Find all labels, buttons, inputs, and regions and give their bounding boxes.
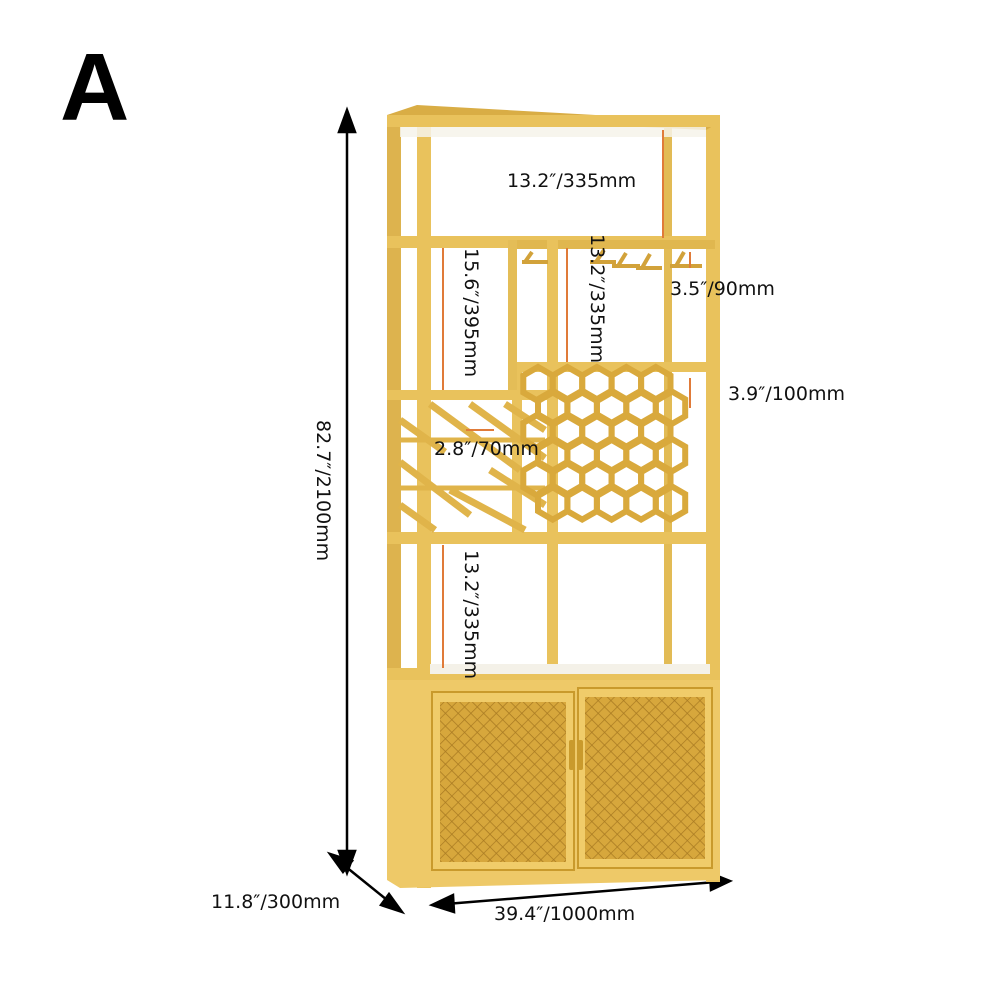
hexagon-bottle-rack [520,363,689,524]
diagonal-bottle-rack [397,401,548,534]
mid-upper-height-label: 13.2″/335mm [586,234,608,364]
base-cabinet [387,680,720,888]
depth-label: 11.8″/300mm [211,891,341,913]
measurement-markers [442,130,691,668]
glass-hanger-rack [522,248,702,270]
glass-rack-gap-label: 3.5″/90mm [670,278,775,300]
hex-cell [652,482,689,524]
width-label: 39.4″/1000mm [494,903,636,925]
total-height-label: 82.7″/2100mm [312,420,334,562]
diagonal-gap-label: 2.8″/70mm [434,438,539,460]
top-shelf-height-label: 13.2″/335mm [507,170,637,192]
left-upper-height-label: 15.6″/395mm [460,248,482,378]
width-arrow [428,871,734,914]
lower-shelf-height-label: 13.2″/335mm [460,550,482,680]
right-door-handle [578,740,583,770]
left-door-mesh [440,702,566,862]
depth-arrow [326,851,406,915]
left-door-handle [569,740,574,770]
right-door-mesh [585,697,705,859]
hex-cell-size-label: 3.9″/100mm [728,383,845,405]
variant-label: A [60,34,130,141]
total-height-arrow [337,106,357,877]
